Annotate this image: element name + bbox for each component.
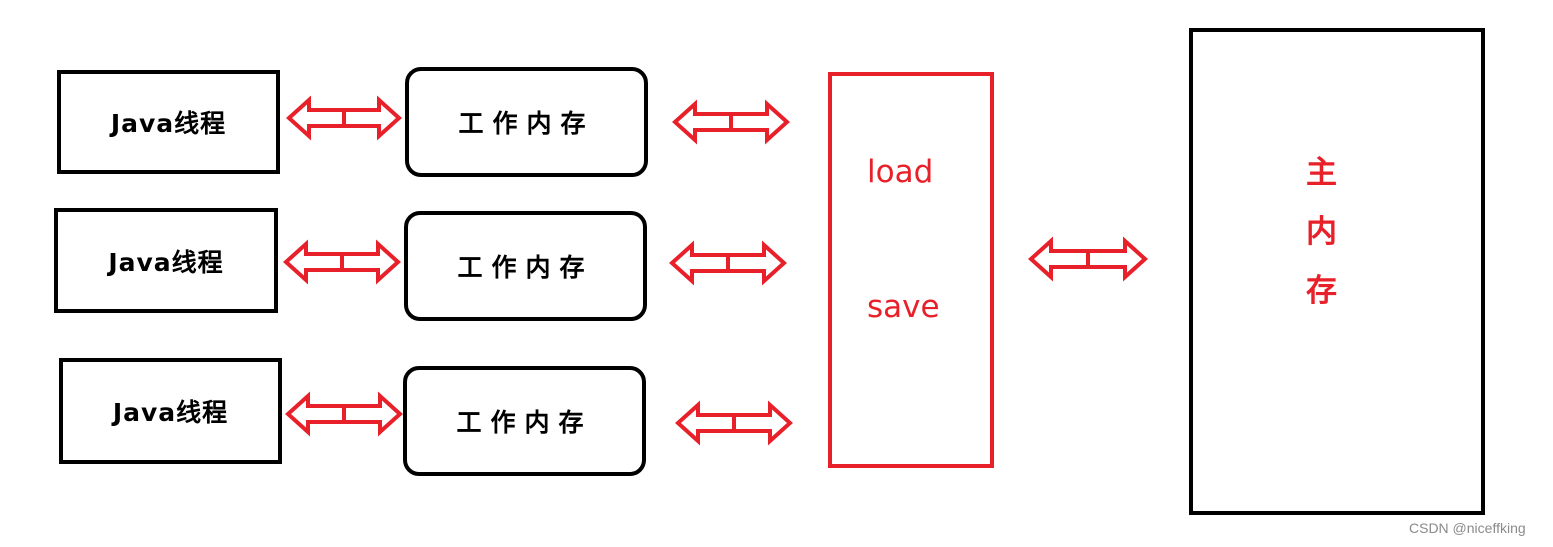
double-arrow-work-interface-1 xyxy=(672,99,790,145)
working-memory-box-2: 工作内存 xyxy=(404,211,647,321)
load-save-box xyxy=(828,72,994,468)
main-memory-char-3: 存 xyxy=(1306,273,1337,309)
load-label: load xyxy=(867,154,934,190)
working-memory-label-2: 工作内存 xyxy=(457,253,594,282)
double-arrow-thread-work-3 xyxy=(285,391,403,437)
double-arrow-thread-work-1 xyxy=(286,95,402,141)
java-thread-label-1: Java线程 xyxy=(110,109,227,138)
main-memory-box xyxy=(1189,28,1485,515)
watermark: CSDN @niceffking xyxy=(1409,520,1526,536)
working-memory-box-3: 工作内存 xyxy=(403,366,646,476)
main-memory-char-1: 主 xyxy=(1306,155,1337,191)
java-thread-label-2: Java线程 xyxy=(108,247,224,277)
double-arrow-work-interface-2 xyxy=(669,240,787,286)
main-memory-char-2: 内 xyxy=(1306,214,1337,250)
java-thread-label-3: Java线程 xyxy=(112,398,229,427)
java-thread-box-3: Java线程 xyxy=(59,358,282,464)
double-arrow-interface-main xyxy=(1028,236,1148,282)
save-label: save xyxy=(867,289,940,325)
working-memory-box-1: 工作内存 xyxy=(405,67,648,177)
double-arrow-work-interface-3 xyxy=(675,400,793,446)
double-arrow-thread-work-2 xyxy=(283,239,401,285)
working-memory-label-3: 工作内存 xyxy=(456,408,593,437)
working-memory-label-1: 工作内存 xyxy=(458,109,595,138)
java-thread-box-1: Java线程 xyxy=(57,70,280,174)
java-thread-box-2: Java线程 xyxy=(54,208,278,313)
